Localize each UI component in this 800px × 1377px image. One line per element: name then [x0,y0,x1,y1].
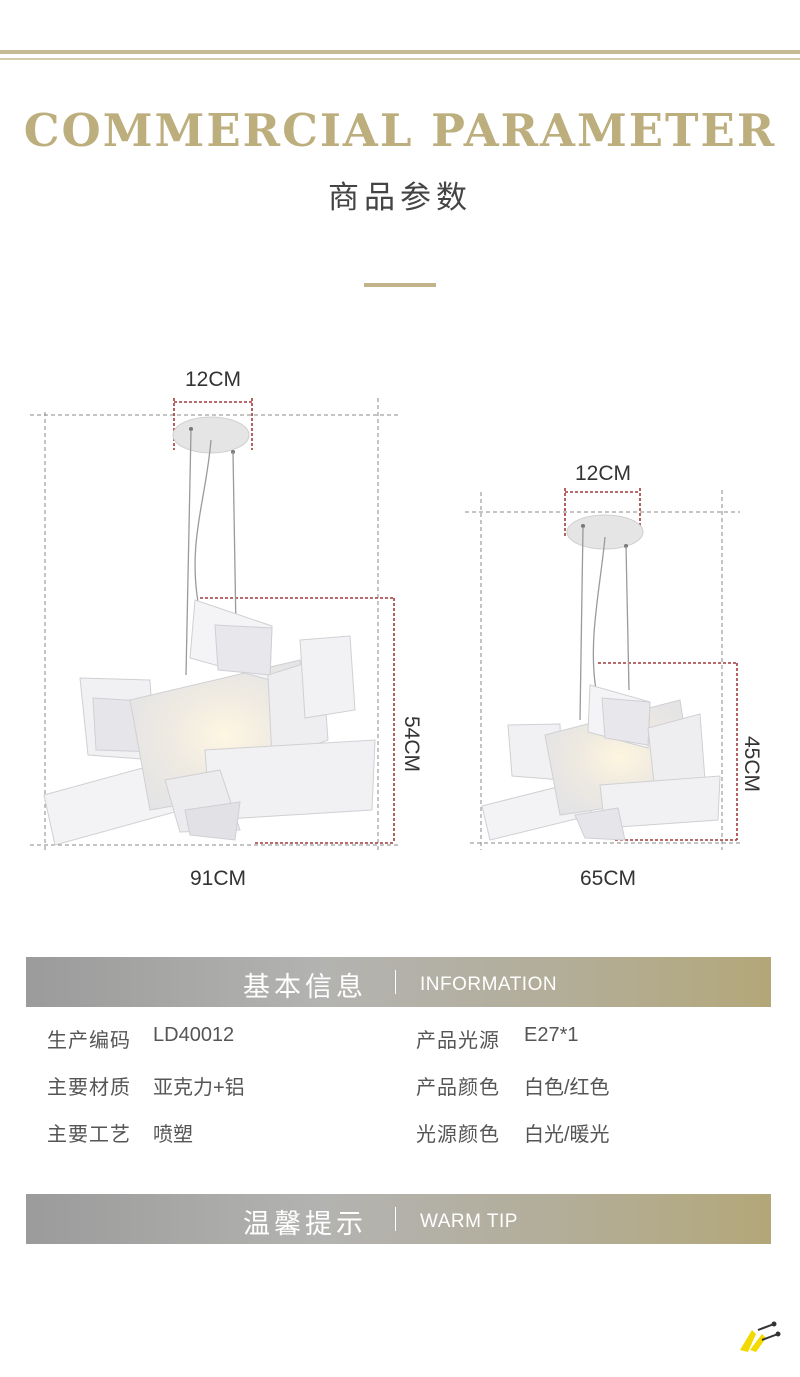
large-lamp-guides [30,398,398,850]
information-separator [395,970,396,994]
product-dimension-figure: 12CM 54CM 91CM 12CM 45CM 65CM [30,368,763,890]
information-title-en: INFORMATION [420,974,558,995]
top-rule-thick [0,50,800,54]
spec-value: 白光/暖光 [524,1124,610,1146]
small-lamp-shade [481,684,721,841]
spec-key: 产品光源 [416,1028,500,1052]
small-lamp-height: 45CM [740,736,763,792]
small-lamp-canopy [566,514,644,550]
large-lamp-group [30,398,398,850]
warm-tip-title-en: WARM TIP [420,1211,518,1232]
spec-value: E27*1 [524,1024,579,1046]
page-title-en: COMMERCIAL PARAMETER [23,104,777,157]
large-lamp-height: 54CM [400,716,423,772]
spec-value: LD40012 [153,1024,235,1046]
large-lamp-red-dims [173,398,395,844]
small-lamp-group [465,488,740,850]
large-lamp-canopy-width: 12CM [185,368,241,391]
spec-key: 光源颜色 [416,1122,500,1146]
spec-value: 白色/红色 [524,1077,610,1099]
spec-value: 喷塑 [153,1124,193,1146]
information-header: 基本信息 INFORMATION [26,957,771,1007]
title-underline [364,283,436,287]
large-lamp-shade [43,599,376,846]
large-lamp-width: 91CM [190,867,246,890]
large-lamp-canopy [172,416,250,454]
information-title-cn: 基本信息 [243,972,367,1003]
small-lamp-width: 65CM [580,867,636,890]
spec-key: 生产编码 [47,1028,131,1052]
warm-tip-separator [395,1207,396,1231]
small-lamp-canopy-width: 12CM [575,462,631,485]
top-rule-thin [0,58,800,60]
warm-tip-header: 温馨提示 WARM TIP [26,1194,771,1244]
spec-key: 主要工艺 [47,1122,131,1146]
page-title-cn: 商品参数 [328,180,472,216]
small-lamp-guides [465,490,740,850]
large-lamp-cables [185,429,237,676]
corner-logo-icon [740,1321,781,1352]
spec-key: 主要材质 [47,1075,131,1099]
spec-value: 亚克力+铝 [153,1077,245,1099]
small-lamp-cables [579,526,630,721]
spec-key: 产品颜色 [416,1075,500,1099]
warm-tip-title-cn: 温馨提示 [243,1209,367,1240]
